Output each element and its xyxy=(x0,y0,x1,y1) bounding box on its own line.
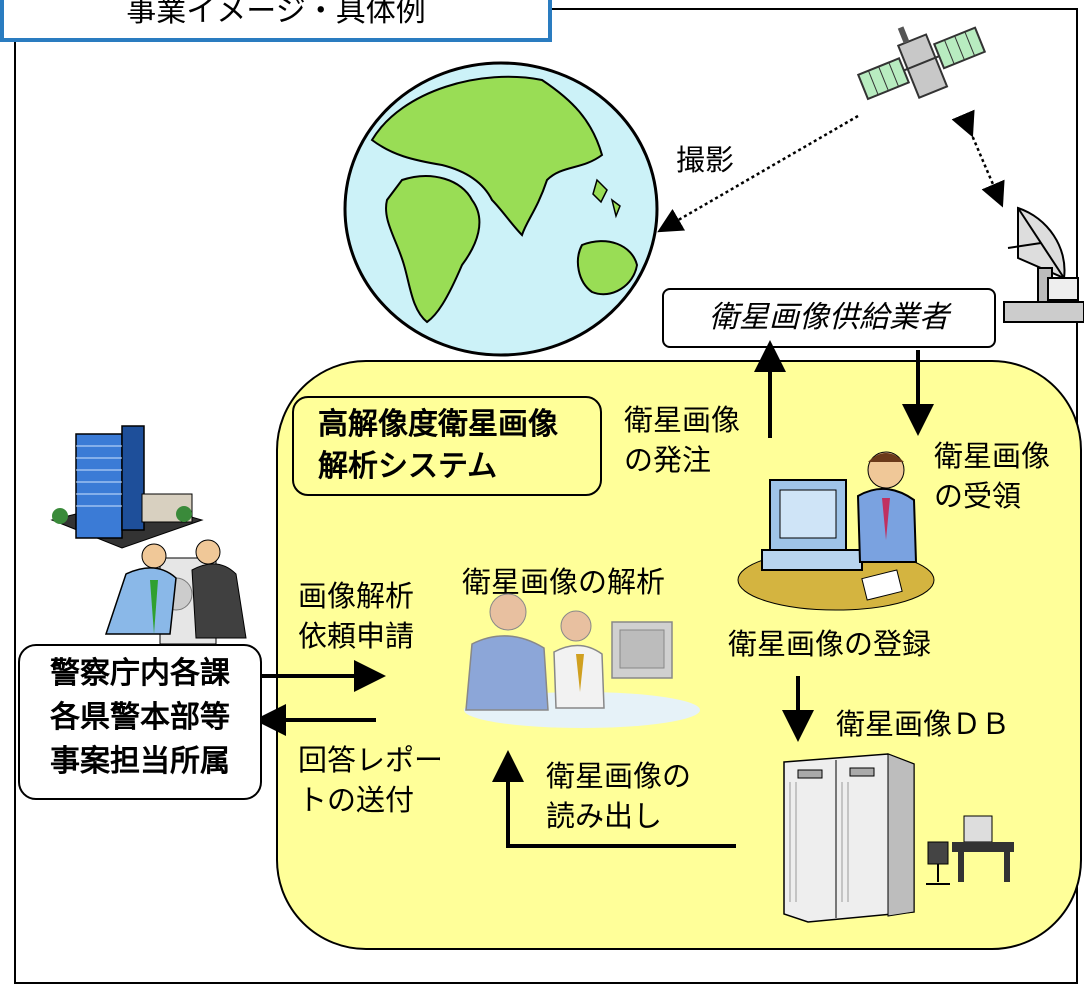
supplier-box: 衛星画像供給業者 xyxy=(662,288,996,348)
police-box: 警察庁内各課 各県警本部等 事案担当所属 xyxy=(18,644,262,800)
system-title: 高解像度衛星画像 解析システム xyxy=(292,396,602,496)
workstation-icon xyxy=(926,815,1014,885)
earth-globe-icon xyxy=(343,61,659,357)
report-label: 回答レポー トの送付 xyxy=(298,743,444,817)
order-label: 衛星画像 の発注 xyxy=(624,403,741,477)
readout-arrow xyxy=(492,750,736,848)
request-label: 画像解析 依頼申請 xyxy=(298,579,415,653)
register-label: 衛星画像の登録 xyxy=(728,627,932,661)
server-icon xyxy=(783,753,915,923)
db-label: 衛星画像ＤＢ xyxy=(836,707,1011,741)
readout-label: 衛星画像の 読み出し xyxy=(546,759,692,833)
operator-computer-icon xyxy=(737,451,935,611)
businessmen-icon xyxy=(104,539,247,645)
analysts-icon xyxy=(464,593,700,728)
satellite-dish-icon xyxy=(1003,206,1084,323)
office-building-icon xyxy=(50,425,204,549)
satellite-icon xyxy=(856,26,987,101)
analysis-label: 衛星画像の解析 xyxy=(462,565,666,599)
receive-label: 衛星画像 の受領 xyxy=(934,439,1051,513)
page-title: 事業イメージ・具体例 xyxy=(0,0,552,42)
photography-label: 撮影 xyxy=(676,143,735,177)
